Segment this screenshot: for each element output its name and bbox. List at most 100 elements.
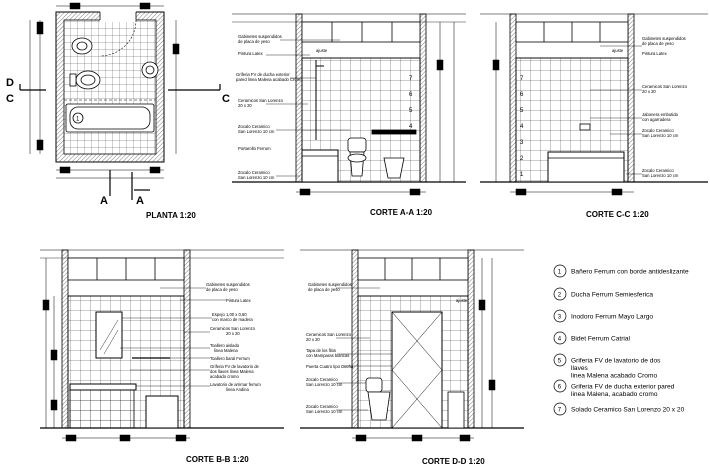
legend-badge: [553, 264, 567, 278]
svg-text:Gabinetes suspendidos: Gabinetes suspendidos: [238, 34, 282, 39]
bathtub-plan: [65, 103, 155, 133]
svg-text:Zocalo Ceramico: Zocalo Ceramico: [642, 128, 674, 133]
aa-row-numbers: 7 6 5 4: [409, 76, 413, 130]
section-cc: 7 6 5 4 3 2 1 Gabinetes suspendidos de p…: [480, 13, 708, 219]
svg-text:de placa de yeso: de placa de yeso: [206, 287, 238, 292]
svg-text:San Lorenzo 10 cm: San Lorenzo 10 cm: [642, 133, 679, 138]
dd-caption: CORTE D-D 1:20: [422, 457, 485, 466]
legend-text: Griferia FV de lavatorio de dos: [571, 357, 661, 364]
svg-text:Toallero aislado: Toallero aislado: [210, 343, 240, 348]
svg-text:Lavatorio de arrimar ferrum: Lavatorio de arrimar ferrum: [210, 382, 261, 387]
plan-dimensions: [29, 2, 180, 179]
svg-text:Espejo 1,00 x 0,60: Espejo 1,00 x 0,60: [212, 312, 247, 317]
aa-notes: Gabinetes suspendidos de placa de yeso P…: [236, 34, 303, 180]
svg-text:Griferia FV de lavatorio de: Griferia FV de lavatorio de: [210, 364, 260, 369]
svg-text:acabado cromo: acabado cromo: [210, 374, 240, 379]
legend-badge: [553, 379, 567, 393]
svg-text:7: 7: [520, 76, 524, 82]
svg-text:Zocalo Ceramico: Zocalo Ceramico: [238, 170, 270, 175]
legend-number: 4: [558, 336, 562, 342]
section-aa: 7 6 5 4 Gabinetes suspendidos de placa d…: [232, 13, 466, 217]
legend-badge: [553, 402, 567, 416]
dd-notes: Gabinetes suspendidos de placa de yeso C…: [306, 282, 354, 414]
legend-number: 3: [558, 314, 562, 320]
svg-text:20 x 20: 20 x 20: [306, 337, 320, 342]
svg-text:Griferia FV de ducha exterior: Griferia FV de ducha exterior: [236, 72, 290, 77]
svg-text:6: 6: [520, 92, 524, 98]
legend-text: Solado Ceramico San Lorenzo 20 x 20: [571, 406, 685, 413]
svg-text:Gabinetes suspendidos: Gabinetes suspendidos: [206, 282, 250, 287]
cc-row-numbers: 7 6 5 4 3 2 1: [520, 76, 524, 178]
svg-text:Zocalo Ceramico: Zocalo Ceramico: [306, 377, 338, 382]
svg-text:5: 5: [520, 108, 524, 114]
shower-door-dd: [391, 311, 443, 429]
svg-text:4: 4: [409, 124, 413, 130]
legend-number: 6: [558, 384, 562, 390]
legend-number: 1: [558, 269, 562, 275]
legend-badge: [553, 309, 567, 323]
section-dd: Gabinetes suspendidos de placa de yeso C…: [300, 249, 524, 466]
svg-text:ajuste: ajuste: [456, 298, 468, 303]
plan-mark-c-left: C: [6, 93, 14, 105]
legend-badge: [553, 287, 567, 301]
cc-notes: Gabinetes suspendidos de placa de yeso P…: [642, 36, 688, 178]
svg-text:Zocalo Ceramico: Zocalo Ceramico: [642, 168, 674, 173]
plan-mark-a-right: A: [136, 195, 144, 207]
svg-text:Ceramicos San Lorenzo: Ceramicos San Lorenzo: [306, 332, 352, 337]
svg-text:con agarradera: con agarradera: [642, 117, 671, 122]
svg-text:Gabinetes suspendidos: Gabinetes suspendidos: [308, 282, 352, 287]
svg-text:3: 3: [520, 140, 524, 146]
svg-text:Ceramicos San Lorenzo: Ceramicos San Lorenzo: [238, 98, 284, 103]
plan-mark-c-right: C: [222, 93, 230, 105]
svg-text:de placa de yeso: de placa de yeso: [642, 41, 674, 46]
legend-text: Griferia FV de ducha exterior pared: [571, 383, 675, 390]
svg-text:San Lorenzo 10 cm: San Lorenzo 10 cm: [306, 382, 343, 387]
legend-text: linea Malena, acabado cromo: [571, 391, 658, 398]
plan-caption: PLANTA 1:20: [146, 211, 196, 220]
svg-text:pared linea Malena acabado Cro: pared linea Malena acabado Cromo: [236, 77, 303, 82]
svg-text:Jabonera embutida: Jabonera embutida: [642, 112, 679, 117]
svg-text:20 x 20: 20 x 20: [238, 103, 252, 108]
svg-text:Pintura Latex: Pintura Latex: [226, 298, 252, 303]
svg-text:Zocalo Ceramico: Zocalo Ceramico: [238, 124, 270, 129]
legend-text: Bañero Ferrum con borde antideslizante: [571, 268, 689, 275]
svg-text:Pintura Latex: Pintura Latex: [642, 51, 668, 56]
svg-text:Toallero baral Ferrum: Toallero baral Ferrum: [210, 356, 250, 361]
svg-text:San Lorenzo 10 cm: San Lorenzo 10 cm: [238, 129, 275, 134]
svg-text:San Lorenzo 10 cm: San Lorenzo 10 cm: [238, 175, 275, 180]
legend-badge: [553, 331, 567, 345]
svg-text:1: 1: [520, 172, 524, 178]
svg-text:de placa de yeso: de placa de yeso: [238, 39, 270, 44]
legend-text: llaves: [571, 365, 589, 372]
svg-text:ajuste: ajuste: [316, 48, 328, 53]
svg-text:de placa de yeso: de placa de yeso: [308, 287, 340, 292]
section-bb: Gabinetes suspendidos de placa de yeso P…: [40, 249, 284, 464]
svg-text:con Mamparas blancas: con Mamparas blancas: [306, 353, 349, 358]
legend-text: Inodoro Ferrum Mayo Largo: [571, 313, 653, 320]
legend-badge: [553, 353, 567, 367]
bidet-plan: [71, 37, 93, 55]
toilet-plan: [75, 70, 101, 90]
svg-text:Gabinetes suspendidos: Gabinetes suspendidos: [642, 36, 686, 41]
aa-caption: CORTE A-A 1:20: [370, 208, 433, 217]
legend-number: 2: [558, 292, 562, 298]
bb-caption: CORTE B-B 1:20: [186, 455, 249, 464]
svg-text:20 x 20: 20 x 20: [226, 331, 240, 336]
legend-number: 7: [558, 407, 562, 413]
svg-text:Zocalo Ceramico: Zocalo Ceramico: [306, 404, 338, 409]
svg-text:Puerta Cuatro tipo Ducha: Puerta Cuatro tipo Ducha: [306, 364, 354, 369]
svg-text:1: 1: [76, 117, 80, 123]
svg-text:Ceramicos San Lorenzo: Ceramicos San Lorenzo: [210, 326, 256, 331]
svg-text:Pintura Latex: Pintura Latex: [238, 51, 264, 56]
svg-text:linea Andina: linea Andina: [226, 387, 249, 392]
svg-text:ajuste: ajuste: [612, 48, 624, 53]
plan-mark-a-left: A: [100, 195, 108, 207]
plan-mark-d: D: [6, 77, 14, 89]
plan-view: 1 D C C A A PLANTA 1: [6, 2, 230, 220]
svg-text:San Lorenzo 10 cm: San Lorenzo 10 cm: [642, 173, 679, 178]
svg-text:2: 2: [520, 156, 524, 162]
legend-text: Bidet Ferrum Catrial: [571, 335, 631, 342]
sink-plan: [141, 61, 159, 79]
cc-caption: CORTE C-C 1:20: [586, 210, 649, 219]
